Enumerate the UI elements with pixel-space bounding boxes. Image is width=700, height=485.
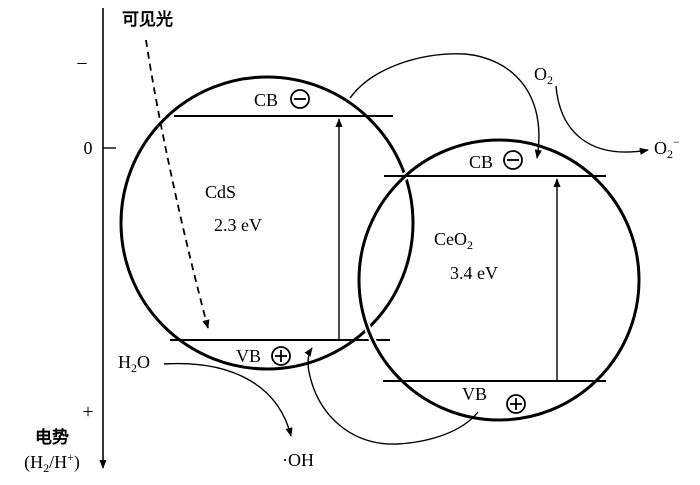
ceo2-band-gap: 3.4 eV	[450, 263, 498, 283]
o2-reduction-arrow	[555, 85, 649, 155]
visible-light-arrow	[145, 39, 210, 329]
axis-zero-label: 0	[84, 138, 93, 158]
hydroxyl-radical-label: ·OH	[282, 450, 314, 470]
cds-band-gap: 2.3 eV	[214, 215, 262, 235]
cds-vb-label: VB	[236, 346, 261, 366]
ceo2-vb-label: VB	[462, 384, 487, 404]
ceo2-electron-icon	[503, 150, 523, 170]
surface-reactions: O2 O2− H2O ·OH	[118, 64, 680, 470]
cds-cb-label: CB	[254, 90, 278, 110]
ceo2-cb-label: CB	[469, 152, 493, 172]
hole-transfer-arrow	[304, 347, 479, 445]
superoxide-label: O2−	[654, 135, 680, 161]
cds-hole-icon	[271, 346, 291, 366]
axis-label-potential: 电势	[35, 427, 69, 448]
water-oxidation-arrow	[163, 362, 293, 437]
cds-electron-icon	[290, 89, 310, 109]
axis-plus-sign: +	[82, 401, 93, 423]
electron-transfer-arrow	[349, 53, 542, 159]
ceo2-particle: CB CeO2 3.4 eV VB	[355, 136, 643, 424]
ceo2-hole-icon	[506, 394, 526, 414]
ceo2-circle-outline	[357, 138, 641, 422]
visible-light-label: 可见光	[122, 9, 173, 30]
axis-label-reference: (H2/H+)	[24, 450, 80, 475]
water-label: H2O	[118, 352, 150, 375]
visible-light: 可见光	[122, 9, 210, 329]
o2-label: O2	[534, 64, 553, 87]
cds-particle: CB CdS 2.3 eV VB	[119, 75, 415, 371]
ceo2-name: CeO2	[434, 229, 473, 252]
charge-transfer	[304, 53, 542, 445]
axis-minus-sign: −	[76, 53, 87, 75]
cds-circle	[119, 75, 415, 371]
potential-axis: − 0 + 电势 (H2/H+)	[24, 8, 116, 475]
cds-name: CdS	[205, 182, 236, 202]
